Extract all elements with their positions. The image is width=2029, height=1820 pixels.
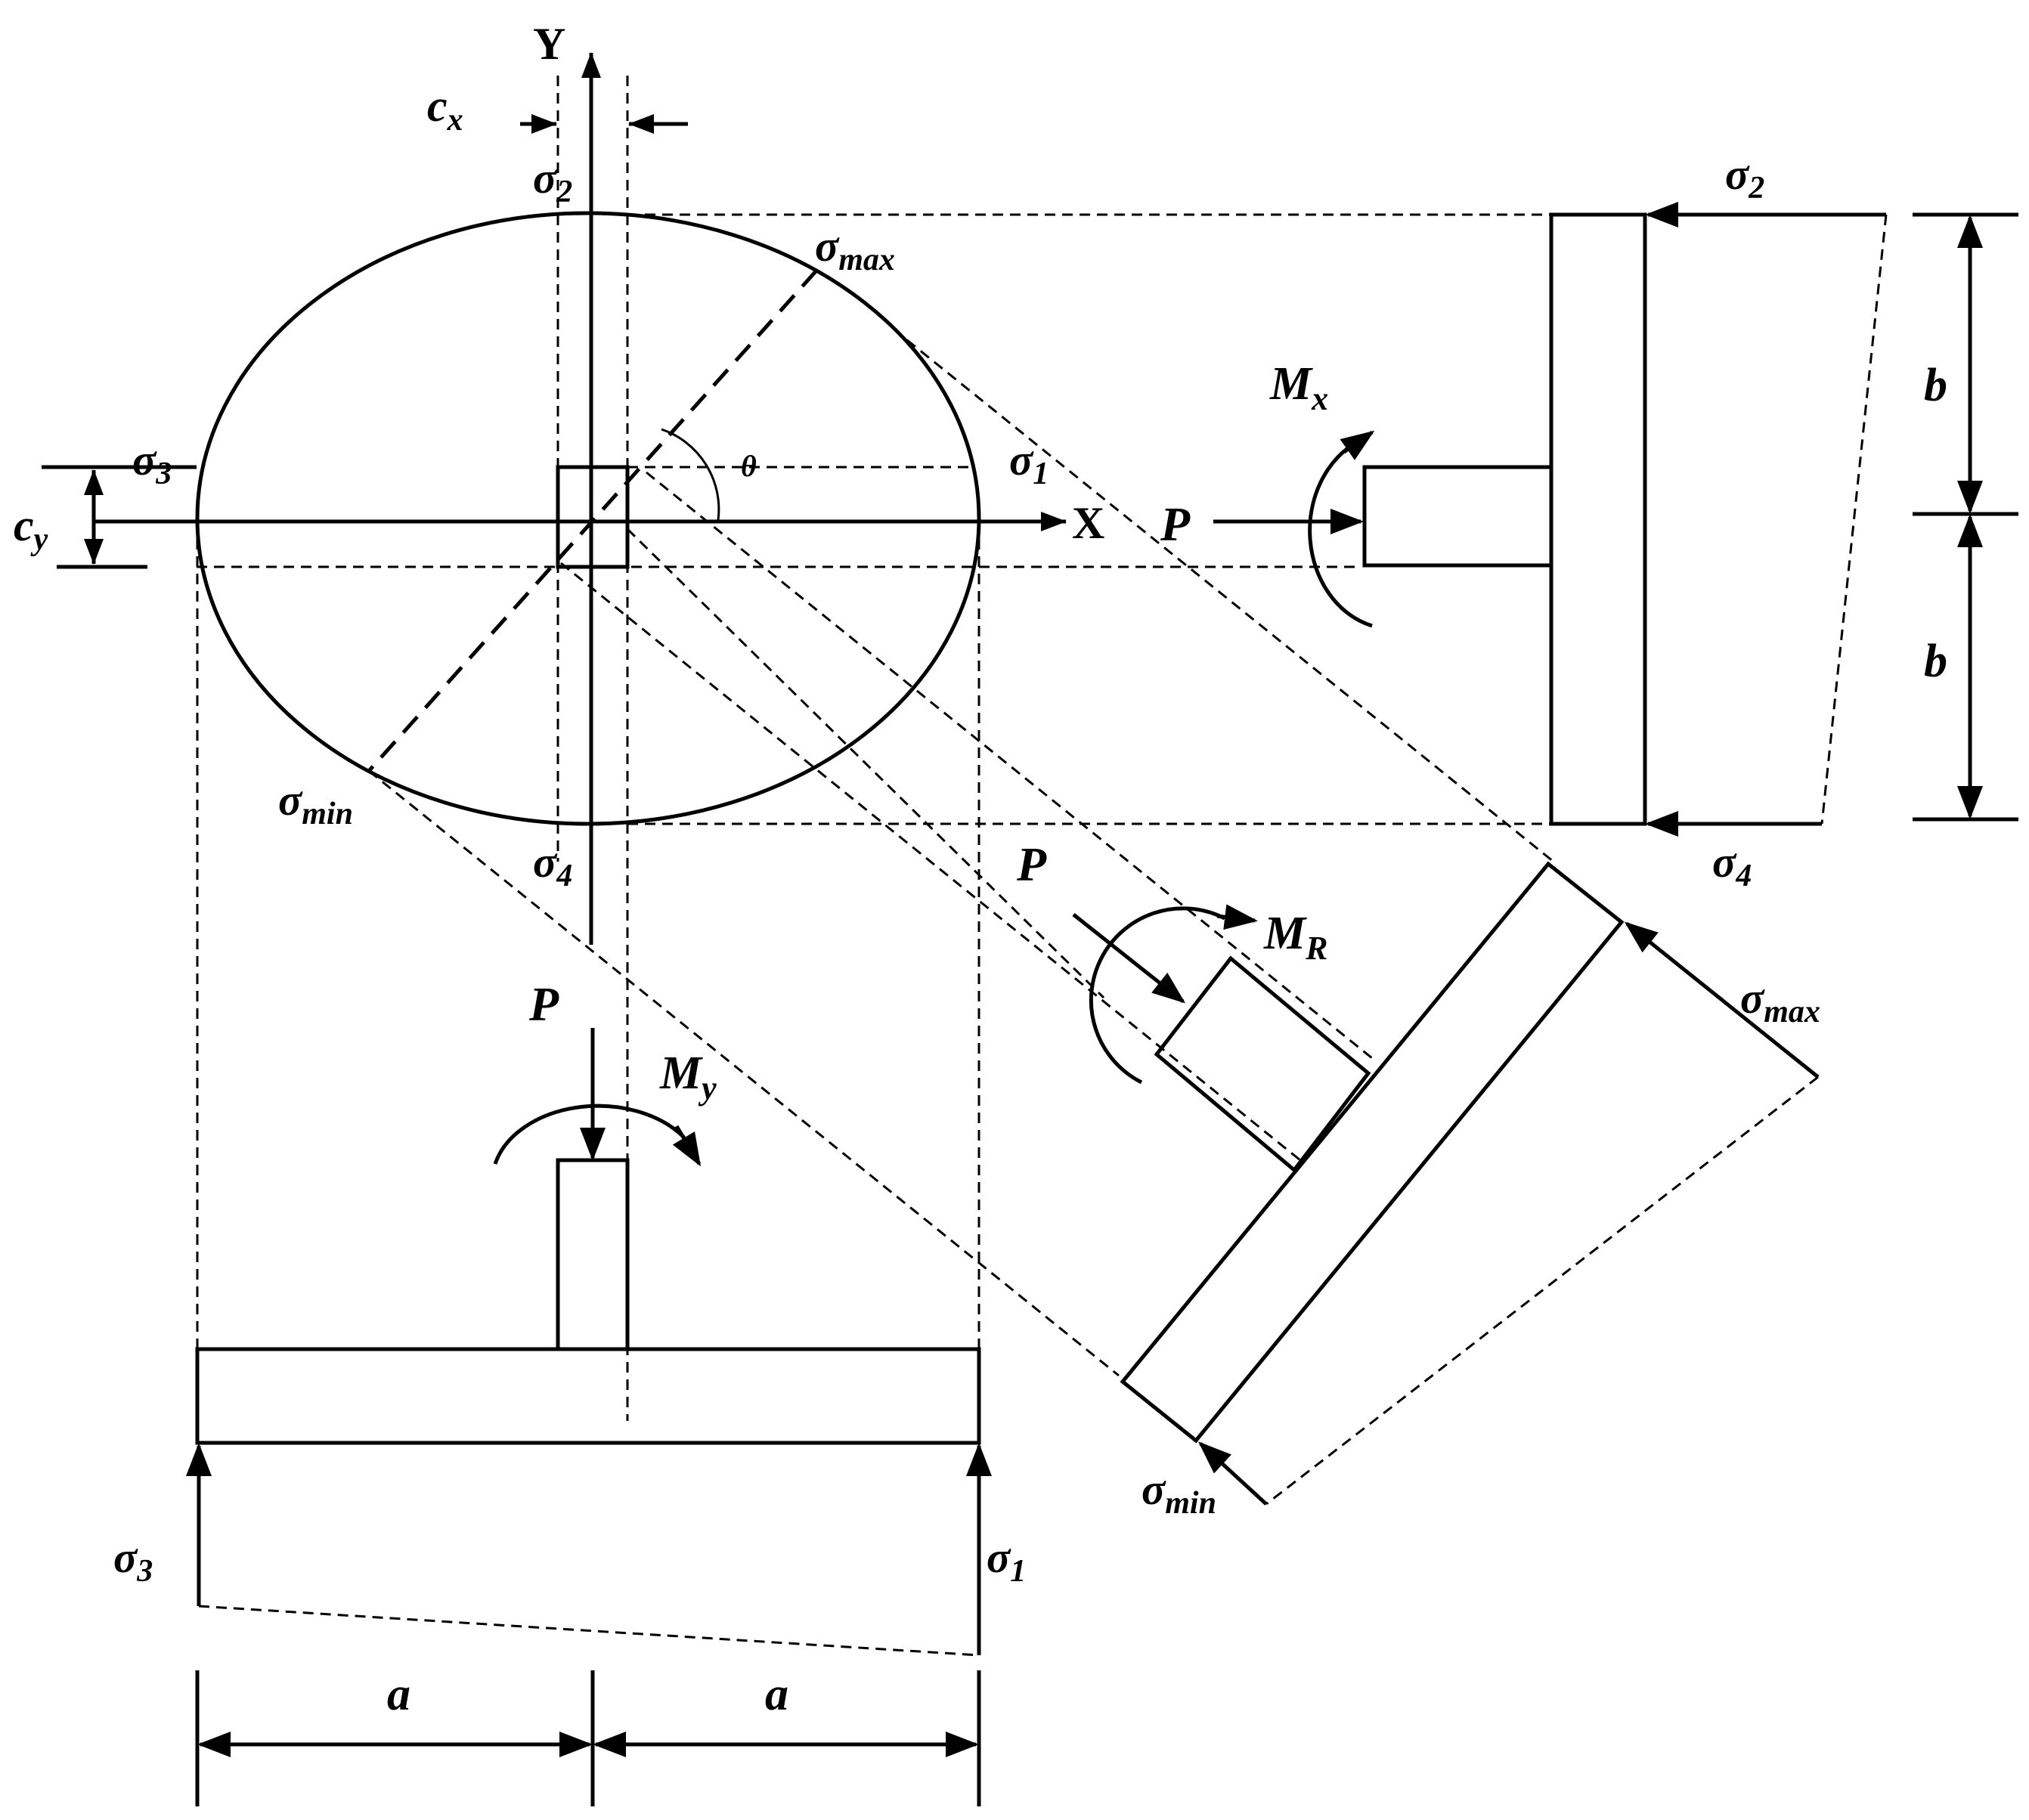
theta-label: θ <box>741 449 757 483</box>
right-footing <box>1549 212 1647 826</box>
diag-projection-3 <box>626 528 1105 999</box>
diag-load-p-arrow <box>1072 913 1186 1004</box>
footing-ellipse <box>195 211 981 826</box>
sigma3-bottom-label: σ3 <box>113 1533 153 1589</box>
diag-stress-max-arrow <box>1624 921 1820 1079</box>
y-axis-label: Y <box>533 19 565 69</box>
bottom-moment-my-arrow <box>672 1125 702 1167</box>
diag-projection-4 <box>560 562 1301 1162</box>
cx-label: cx <box>427 81 463 138</box>
sigma3-plan-label: σ3 <box>132 435 172 491</box>
diag-column <box>1154 955 1371 1173</box>
sigma2-right-label: σ2 <box>1725 150 1764 206</box>
right-stress-envelope <box>1820 214 1888 825</box>
b-top-label: b <box>1924 360 1947 411</box>
diagonal-elevation <box>368 339 1820 1506</box>
diag-stress-envelope <box>1265 1076 1819 1506</box>
b-bottom-label: b <box>1924 636 1947 687</box>
sigma2-plan-label: σ2 <box>533 153 572 209</box>
right-elevation <box>1213 202 2018 837</box>
mr-label: MR <box>1263 908 1328 967</box>
mx-label: Mx <box>1269 358 1328 417</box>
sigma-max-plan-label: σmax <box>815 221 895 277</box>
x-axis-label: X <box>1072 498 1104 548</box>
diag-projection-1 <box>906 339 1554 863</box>
my-label: My <box>659 1048 717 1107</box>
diag-footing <box>1120 861 1625 1444</box>
diag-moment-mr-arrow <box>1216 904 1258 930</box>
sigma1-bottom-label: σ1 <box>987 1533 1026 1589</box>
right-moment-mx-arrow <box>1340 430 1375 460</box>
labels: Y X cx cy σ2 σmax σ3 σ1 θ σmin σ4 Mx P σ… <box>14 19 1947 1720</box>
principal-axis-line <box>367 269 818 772</box>
p-diag-label: P <box>1016 837 1047 891</box>
sigma-max-diag-label: σmax <box>1740 973 1820 1029</box>
theta-arc <box>661 428 720 521</box>
diag-stress-min-arrow <box>1198 1441 1268 1506</box>
right-moment-mx-arc <box>1308 440 1373 628</box>
a-left-label: a <box>387 1669 410 1720</box>
bottom-footing <box>195 1347 981 1445</box>
bottom-column <box>556 1158 630 1351</box>
diag-moment-mr-arc <box>1089 906 1226 1085</box>
sigma4-right-label: σ4 <box>1712 837 1752 893</box>
cy-label: cy <box>14 500 48 557</box>
a-right-label: a <box>765 1669 788 1720</box>
p-bottom-label: P <box>528 977 559 1031</box>
diag-projection-5 <box>368 769 1120 1377</box>
diag-projection-2 <box>646 471 1373 1060</box>
sigma4-plan-label: σ4 <box>533 837 572 893</box>
bottom-moment-my-arc <box>493 1103 686 1165</box>
sigma-min-diag-label: σmin <box>1142 1465 1216 1521</box>
right-column <box>1362 465 1554 568</box>
sigma1-plan-label: σ1 <box>1009 435 1049 491</box>
sigma-min-plan-label: σmin <box>278 775 353 831</box>
p-right-label: P <box>1160 497 1191 551</box>
bottom-stress-envelope <box>198 1605 980 1657</box>
plan-view <box>42 52 1886 1421</box>
bottom-elevation <box>186 1028 992 1806</box>
